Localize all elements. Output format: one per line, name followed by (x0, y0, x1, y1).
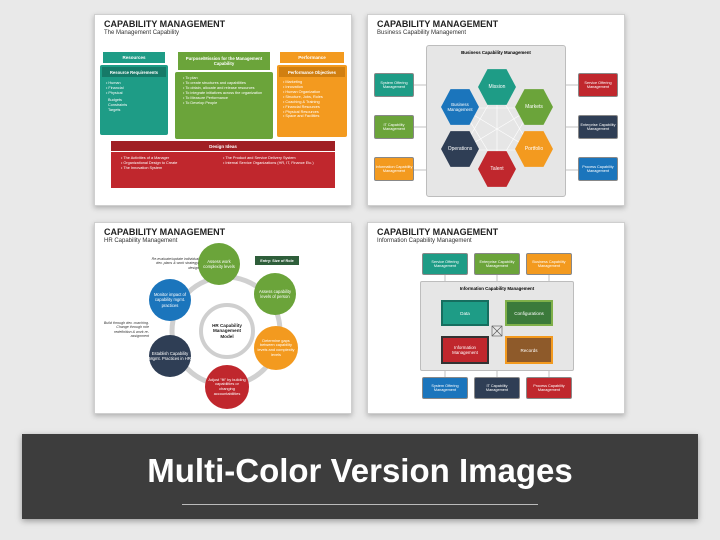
list-item: Budgets (108, 97, 122, 102)
performance-header: Performance (280, 52, 344, 63)
list-item: Human (106, 81, 162, 86)
slide-title: CAPABILITY MANAGEMENT (377, 19, 499, 29)
box-information-capability: Information Capability Management (374, 157, 414, 181)
list-item: To Measure Performance (183, 96, 265, 101)
list-item: To plan (183, 76, 265, 81)
step-establish-practices: Establish Capability Mgmt. Practices in … (149, 335, 191, 377)
banner: Multi-Color Version Images (22, 434, 698, 519)
business-panel: Business Capability Management Mission B… (426, 45, 566, 197)
step-monitor-impact: Monitor impact of capability mgmt. pract… (149, 279, 191, 321)
list-item: Space and Facilities (283, 114, 341, 119)
slide-title: CAPABILITY MANAGEMENT (377, 227, 499, 237)
list-item: Financial (106, 86, 162, 91)
step-determine-gaps: Determine gaps between capability levels… (254, 326, 298, 370)
banner-underline (182, 504, 538, 505)
hex-operations: Operations (441, 131, 479, 167)
design-list-right: The Product and Service Delivery System … (223, 156, 325, 184)
resources-header: Resources (103, 52, 165, 63)
list-item: To create structures and capabilities (183, 81, 265, 86)
list-item: The Innovation System (121, 166, 223, 171)
performance-subheader: Performance Objectives (279, 67, 345, 77)
list-item: Innovation (283, 85, 341, 90)
info-panel: Information Capability Management Data C… (420, 281, 574, 371)
list-item: Marketing (283, 80, 341, 85)
box-service-offering: Service Offering Management (422, 253, 468, 275)
step-assess-complexity: Assess work complexity levels (198, 243, 240, 285)
hex-business-management: Business Management (441, 89, 479, 125)
quad-data: Data (441, 300, 489, 326)
purpose-header: Purpose/Mission for the Management Capab… (178, 52, 270, 70)
design-list-left: The Activities of a Manager Organization… (121, 156, 223, 184)
quad-records: Records (505, 336, 553, 364)
box-system-offering: System Offering Management (422, 377, 468, 399)
list-item: The Product and Service Delivery System (223, 156, 325, 161)
list-item: To integrate initiatives across the orga… (183, 91, 265, 96)
list-item: To obtain, allocate and release resource… (183, 86, 265, 91)
box-business-capability: Business Capability Management (526, 253, 572, 275)
list-item: Physical Resources (283, 110, 341, 115)
resources-subheader: Resource Requirements (102, 67, 166, 77)
purpose-list: To plan To create structures and capabil… (183, 76, 265, 106)
step-adjust-fit: Adjust "fit" by building capabilities or… (205, 365, 249, 409)
entry-label: Entry: Size of Role (255, 256, 299, 265)
panel-title: Information Capability Management (459, 286, 535, 291)
slide-subtitle: Business Capability Management (377, 30, 467, 36)
box-system-offering: System Offering Management (374, 73, 414, 97)
list-item: The Activities of a Manager (121, 156, 223, 161)
quad-information-management: Information Management (441, 336, 489, 364)
quad-cross (491, 325, 503, 337)
list-item: Physical (106, 91, 162, 96)
info-connectors (444, 275, 550, 377)
hex-mission: Mission (478, 69, 516, 105)
slide-management-capability[interactable]: CAPABILITY MANAGEMENT The Management Cap… (94, 14, 352, 206)
purpose-card: To plan To create structures and capabil… (175, 72, 273, 139)
box-enterprise-capability: Enterprise Capability Management (578, 115, 618, 139)
box-service-offering: Service Offering Management (578, 73, 618, 97)
hr-center-model: HR Capability Management Model (199, 303, 255, 359)
banner-title: Multi-Color Version Images (147, 452, 573, 489)
list-item: Structure, Jobs, Roles (283, 95, 341, 100)
list-item: Constraints (108, 102, 128, 107)
step-assess-capability: Assess capability levels of person (254, 273, 296, 315)
note-reevaluate: Re-evaluate/update individual dev. plans… (151, 257, 199, 270)
performance-card: Performance Objectives Marketing Innovat… (277, 65, 347, 137)
box-it-capability: IT Capability Management (474, 377, 520, 399)
list-item: Internal Service Organizations (HR, IT, … (223, 161, 325, 166)
box-process-capability: Process Capability Management (526, 377, 572, 399)
list-item: Human Organization (283, 90, 341, 95)
slide-information-capability[interactable]: CAPABILITY MANAGEMENT Information Capabi… (367, 222, 625, 414)
panel-title: Business Capability Management (461, 50, 531, 55)
side-connectors (414, 84, 578, 171)
hex-talent: Talent (478, 151, 516, 187)
list-item: Coaching & Training (283, 100, 341, 105)
slide-business-capability[interactable]: CAPABILITY MANAGEMENT Business Capabilit… (367, 14, 625, 206)
slide-hr-capability[interactable]: CAPABILITY MANAGEMENT HR Capability Mana… (94, 222, 352, 414)
slide-title: CAPABILITY MANAGEMENT (104, 227, 226, 237)
design-header: Design Ideas (111, 141, 335, 151)
note-build-dev: Build through dev. coaching. Change thro… (103, 321, 149, 338)
box-enterprise-capability: Enterprise Capability Management (474, 253, 520, 275)
box-process-capability: Process Capability Management (578, 157, 618, 181)
list-item: Financial Resources (283, 105, 341, 110)
slide-subtitle: Information Capability Management (377, 238, 472, 244)
slide-subtitle: The Management Capability (104, 30, 180, 36)
resources-extra: Budgets Constraints Targets (100, 98, 168, 113)
box-it-capability: IT Capability Management (374, 115, 414, 139)
slide-subtitle: HR Capability Management (104, 238, 178, 244)
list-item: Organizational Design to Create (121, 161, 223, 166)
resources-list: Human Financial Physical (100, 79, 168, 98)
design-card: The Activities of a Manager Organization… (111, 152, 335, 188)
slide-title: CAPABILITY MANAGEMENT (104, 19, 226, 29)
list-item: Targets (108, 107, 121, 112)
quad-configurations: Configurations (505, 300, 553, 326)
performance-list: Marketing Innovation Human Organization … (277, 79, 347, 120)
list-item: To Develop People (183, 101, 265, 106)
resources-card: Resource Requirements Human Financial Ph… (100, 65, 168, 135)
